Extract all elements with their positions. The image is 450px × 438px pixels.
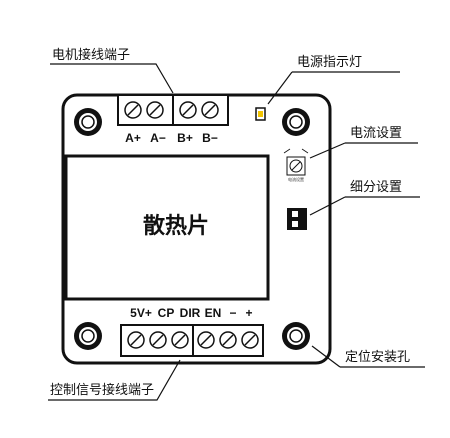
control-pin-cp: CP bbox=[158, 306, 175, 320]
label-control-terminal: 控制信号接线端子 bbox=[50, 382, 154, 398]
current-pot: 电流设置 bbox=[283, 148, 309, 182]
heatsink bbox=[64, 154, 270, 301]
mounting-hole-top-left bbox=[74, 108, 102, 136]
microstep-dip-switch bbox=[287, 208, 307, 230]
control-pin-dir: DIR bbox=[180, 306, 201, 320]
mounting-hole-top-right bbox=[282, 108, 310, 136]
label-motor-terminal: 电机接线端子 bbox=[52, 47, 130, 63]
svg-text:电流设置: 电流设置 bbox=[288, 176, 304, 182]
motor-pin-b-minus: B− bbox=[202, 131, 218, 145]
motor-terminal-block bbox=[117, 94, 229, 126]
mounting-hole-bottom-left bbox=[74, 322, 102, 350]
mounting-hole-bottom-right bbox=[282, 322, 310, 350]
control-pin-en: EN bbox=[205, 306, 222, 320]
control-terminal-block bbox=[120, 324, 264, 357]
heatsink-label: 散热片 bbox=[143, 213, 209, 239]
callout-lines bbox=[48, 63, 425, 401]
control-pin-5v: 5V+ bbox=[130, 306, 152, 320]
label-power-indicator: 电源指示灯 bbox=[297, 55, 362, 70]
motor-pin-b-plus: B+ bbox=[177, 131, 193, 145]
label-microstep-setting: 细分设置 bbox=[350, 180, 402, 195]
motor-pin-a-plus: A+ bbox=[125, 131, 141, 145]
control-pin-plus: + bbox=[245, 306, 252, 320]
motor-pin-a-minus: A− bbox=[150, 131, 166, 145]
control-pin-minus: − bbox=[229, 306, 236, 320]
label-current-setting: 电流设置 bbox=[350, 126, 402, 141]
label-mounting-hole: 定位安装孔 bbox=[345, 350, 410, 365]
